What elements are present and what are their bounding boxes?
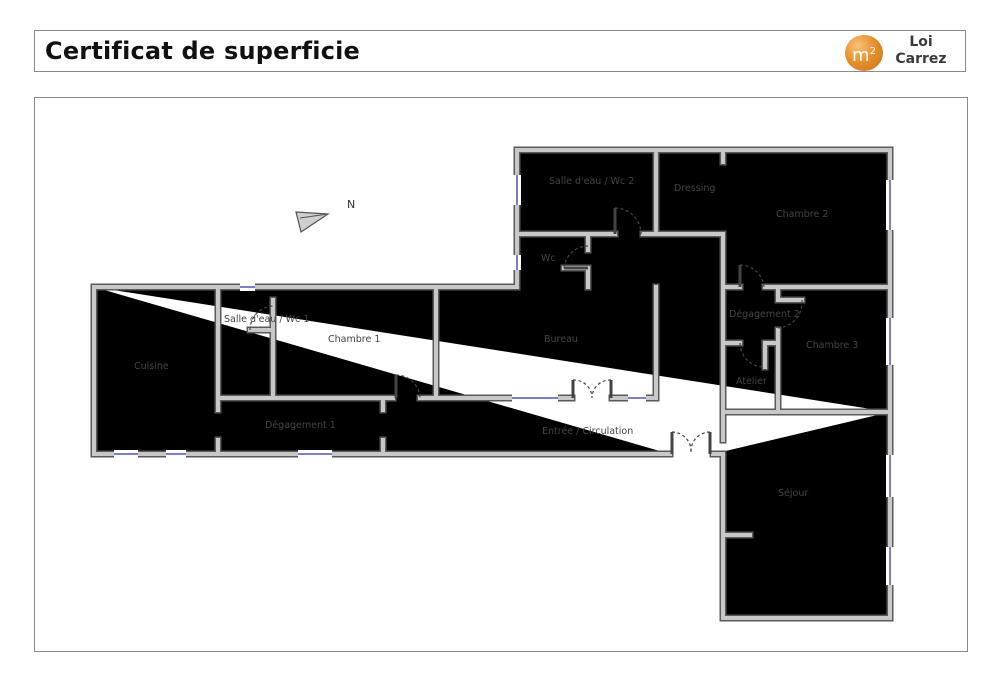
- m2-badge-icon: m2: [845, 35, 883, 71]
- north-arrow-icon: [295, 211, 330, 233]
- room-labels: Salle d'eau / Wc 2 Dressing Chambre 2 Wc…: [134, 176, 858, 499]
- header-bar: Certificat de superficie m2 Loi Carrez: [34, 30, 966, 72]
- logo-line-1: Loi: [909, 34, 933, 50]
- north-label: N: [347, 198, 355, 211]
- page-title: Certificat de superficie: [45, 37, 361, 65]
- loi-carrez-logo: m2 Loi Carrez: [845, 33, 949, 71]
- room-label-salle-eau-wc1: Salle d'eau / Wc 1: [224, 314, 309, 325]
- walls: [94, 150, 890, 618]
- room-label-chambre1: Chambre 1: [328, 334, 380, 345]
- room-label-wc: Wc: [541, 253, 556, 264]
- logo-line-2: Carrez: [895, 51, 947, 67]
- logo-text: Loi Carrez: [893, 34, 949, 68]
- room-label-cuisine: Cuisine: [134, 361, 169, 372]
- room-label-entree: Entrée / Circulation: [542, 426, 633, 437]
- room-label-salle-eau-wc2: Salle d'eau / Wc 2: [549, 176, 634, 187]
- room-label-degagement1: Dégagement 1: [265, 420, 336, 431]
- room-label-degagement2: Dégagement 2: [729, 309, 800, 320]
- room-label-sejour: Séjour: [778, 488, 808, 499]
- windows: [114, 175, 894, 585]
- room-label-bureau: Bureau: [544, 334, 578, 345]
- room-label-chambre3: Chambre 3: [806, 340, 858, 351]
- room-label-dressing: Dressing: [674, 183, 715, 194]
- doors: [249, 207, 803, 454]
- room-label-atelier: Atelier: [736, 376, 767, 387]
- room-label-chambre2: Chambre 2: [776, 209, 828, 220]
